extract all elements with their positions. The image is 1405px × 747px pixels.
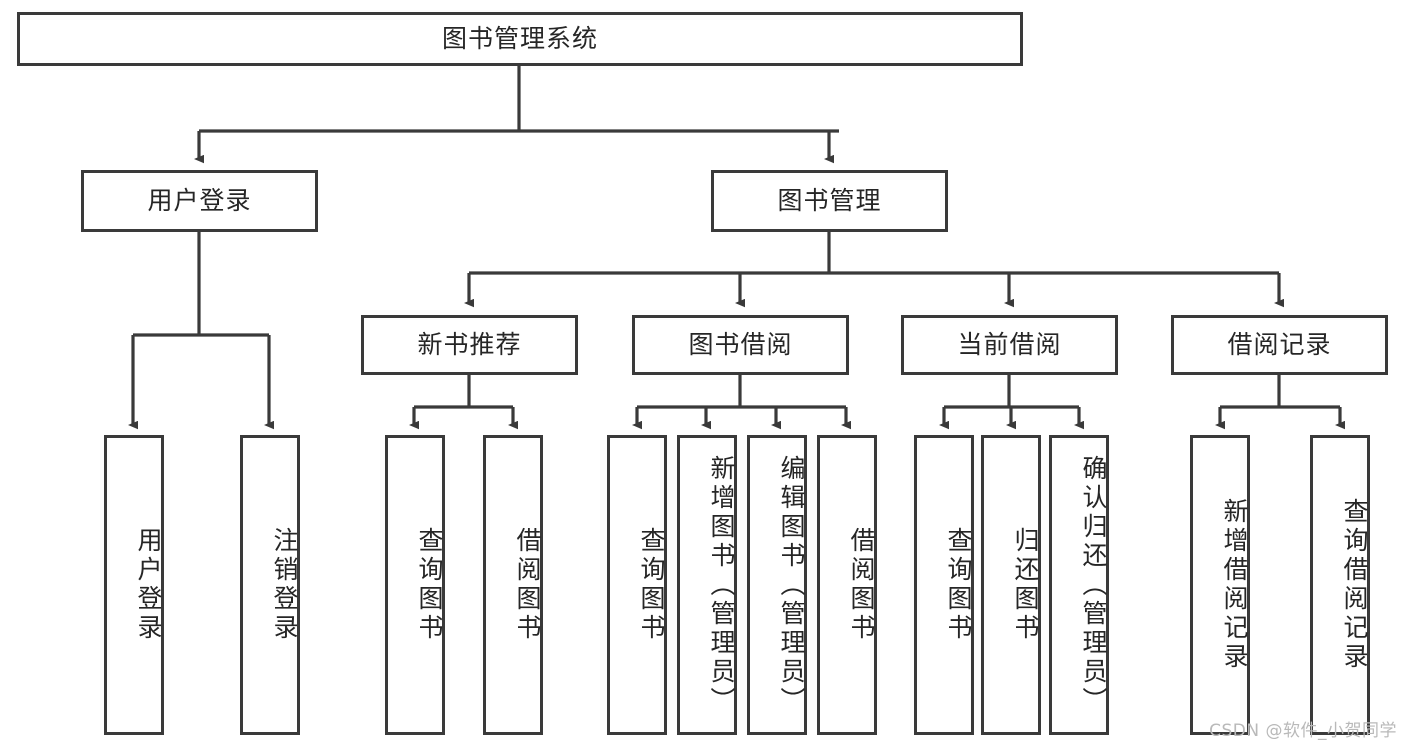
node-label: 图书借阅 — [688, 329, 793, 359]
node-label: 查询图书 — [415, 527, 444, 643]
node-current-borrow[interactable]: 当前借阅 — [901, 315, 1118, 375]
leaf-newbook-query-book[interactable]: 查询图书 — [385, 435, 445, 735]
node-label: 归还图书 — [1011, 527, 1040, 643]
node-label: 用户登录 — [134, 527, 163, 643]
node-label: 借阅图书 — [513, 527, 542, 643]
leaf-borrow-edit-book-admin[interactable]: 编辑图书（管理员） — [747, 435, 807, 735]
node-label: 借阅记录 — [1227, 329, 1332, 359]
node-label: 查询图书 — [944, 527, 973, 643]
node-label: 新书推荐 — [417, 329, 522, 359]
leaf-newbook-borrow-book[interactable]: 借阅图书 — [483, 435, 543, 735]
node-label: 图书管理 — [777, 185, 882, 215]
node-label: 用户登录 — [147, 185, 252, 215]
node-label: 当前借阅 — [957, 329, 1062, 359]
node-label: 借阅图书 — [847, 527, 876, 643]
node-label: 新增借阅记录 — [1220, 498, 1249, 672]
node-book-borrow[interactable]: 图书借阅 — [632, 315, 849, 375]
node-label: 新增图书（管理员） — [707, 454, 736, 716]
leaf-record-add-record[interactable]: 新增借阅记录 — [1190, 435, 1250, 735]
leaf-borrow-query-book[interactable]: 查询图书 — [607, 435, 667, 735]
node-user-login[interactable]: 用户登录 — [81, 170, 318, 232]
node-new-book-recommend[interactable]: 新书推荐 — [361, 315, 578, 375]
leaf-borrow-add-book-admin[interactable]: 新增图书（管理员） — [677, 435, 737, 735]
node-root-system[interactable]: 图书管理系统 — [17, 12, 1023, 66]
node-label: 查询图书 — [637, 527, 666, 643]
leaf-borrow-borrow-book[interactable]: 借阅图书 — [817, 435, 877, 735]
leaf-current-query-book[interactable]: 查询图书 — [914, 435, 974, 735]
node-borrow-record[interactable]: 借阅记录 — [1171, 315, 1388, 375]
node-label: 注销登录 — [270, 527, 299, 643]
node-label: 编辑图书（管理员） — [777, 454, 806, 716]
node-label: 查询借阅记录 — [1340, 498, 1369, 672]
node-book-management[interactable]: 图书管理 — [711, 170, 948, 232]
node-label: 图书管理系统 — [441, 23, 598, 53]
leaf-current-return-book[interactable]: 归还图书 — [981, 435, 1041, 735]
csdn-watermark: CSDN @软件_小贺同学 — [1209, 721, 1397, 741]
leaf-logout-login[interactable]: 注销登录 — [240, 435, 300, 735]
node-label: 确认归还（管理员） — [1079, 454, 1108, 716]
leaf-current-confirm-return-admin[interactable]: 确认归还（管理员） — [1049, 435, 1109, 735]
leaf-user-login[interactable]: 用户登录 — [104, 435, 164, 735]
leaf-record-query-record[interactable]: 查询借阅记录 — [1310, 435, 1370, 735]
